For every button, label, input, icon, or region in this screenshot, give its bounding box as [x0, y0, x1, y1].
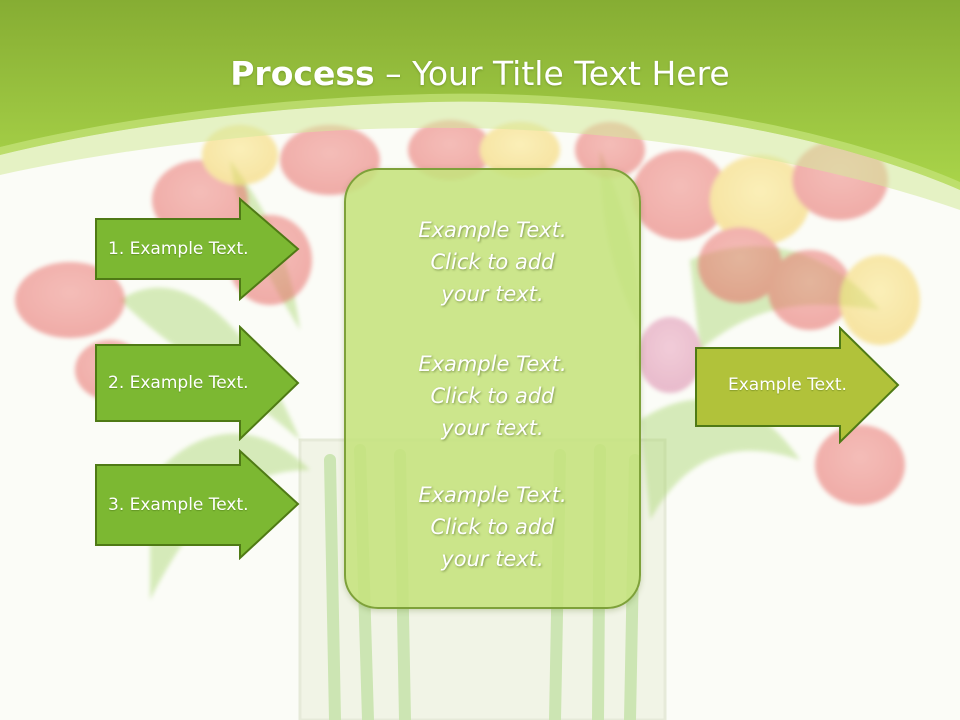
header-band: [0, 0, 960, 210]
process-center-box[interactable]: Example Text. Click to add your text. Ex…: [344, 168, 641, 609]
output-arrow[interactable]: Example Text.: [694, 326, 900, 444]
right-arrow-shape-icon: [95, 449, 300, 560]
input-arrow-1[interactable]: 1. Example Text.: [94, 197, 300, 301]
input-arrow-2[interactable]: 2. Example Text.: [94, 325, 300, 441]
center-text-block-2[interactable]: Example Text. Click to add your text.: [418, 352, 567, 440]
center-text-block-3[interactable]: Example Text. Click to add your text.: [418, 483, 567, 571]
title-bold: Process: [230, 54, 375, 93]
input-arrow-1-label: 1. Example Text.: [108, 239, 249, 259]
right-arrow-shape-icon: [95, 325, 300, 441]
slide-title[interactable]: Process – Your Title Text Here: [0, 50, 960, 98]
title-text: – Your Title Text Here: [374, 54, 730, 93]
right-arrow-shape-icon: [95, 197, 300, 301]
center-text-block-1[interactable]: Example Text. Click to add your text.: [418, 218, 567, 306]
input-arrow-3-label: 3. Example Text.: [108, 494, 249, 515]
right-arrow-shape-icon: [695, 326, 900, 444]
input-arrow-3[interactable]: 3. Example Text.: [94, 449, 300, 560]
input-arrow-2-label: 2. Example Text.: [108, 373, 249, 393]
output-arrow-label: Example Text.: [728, 375, 847, 395]
